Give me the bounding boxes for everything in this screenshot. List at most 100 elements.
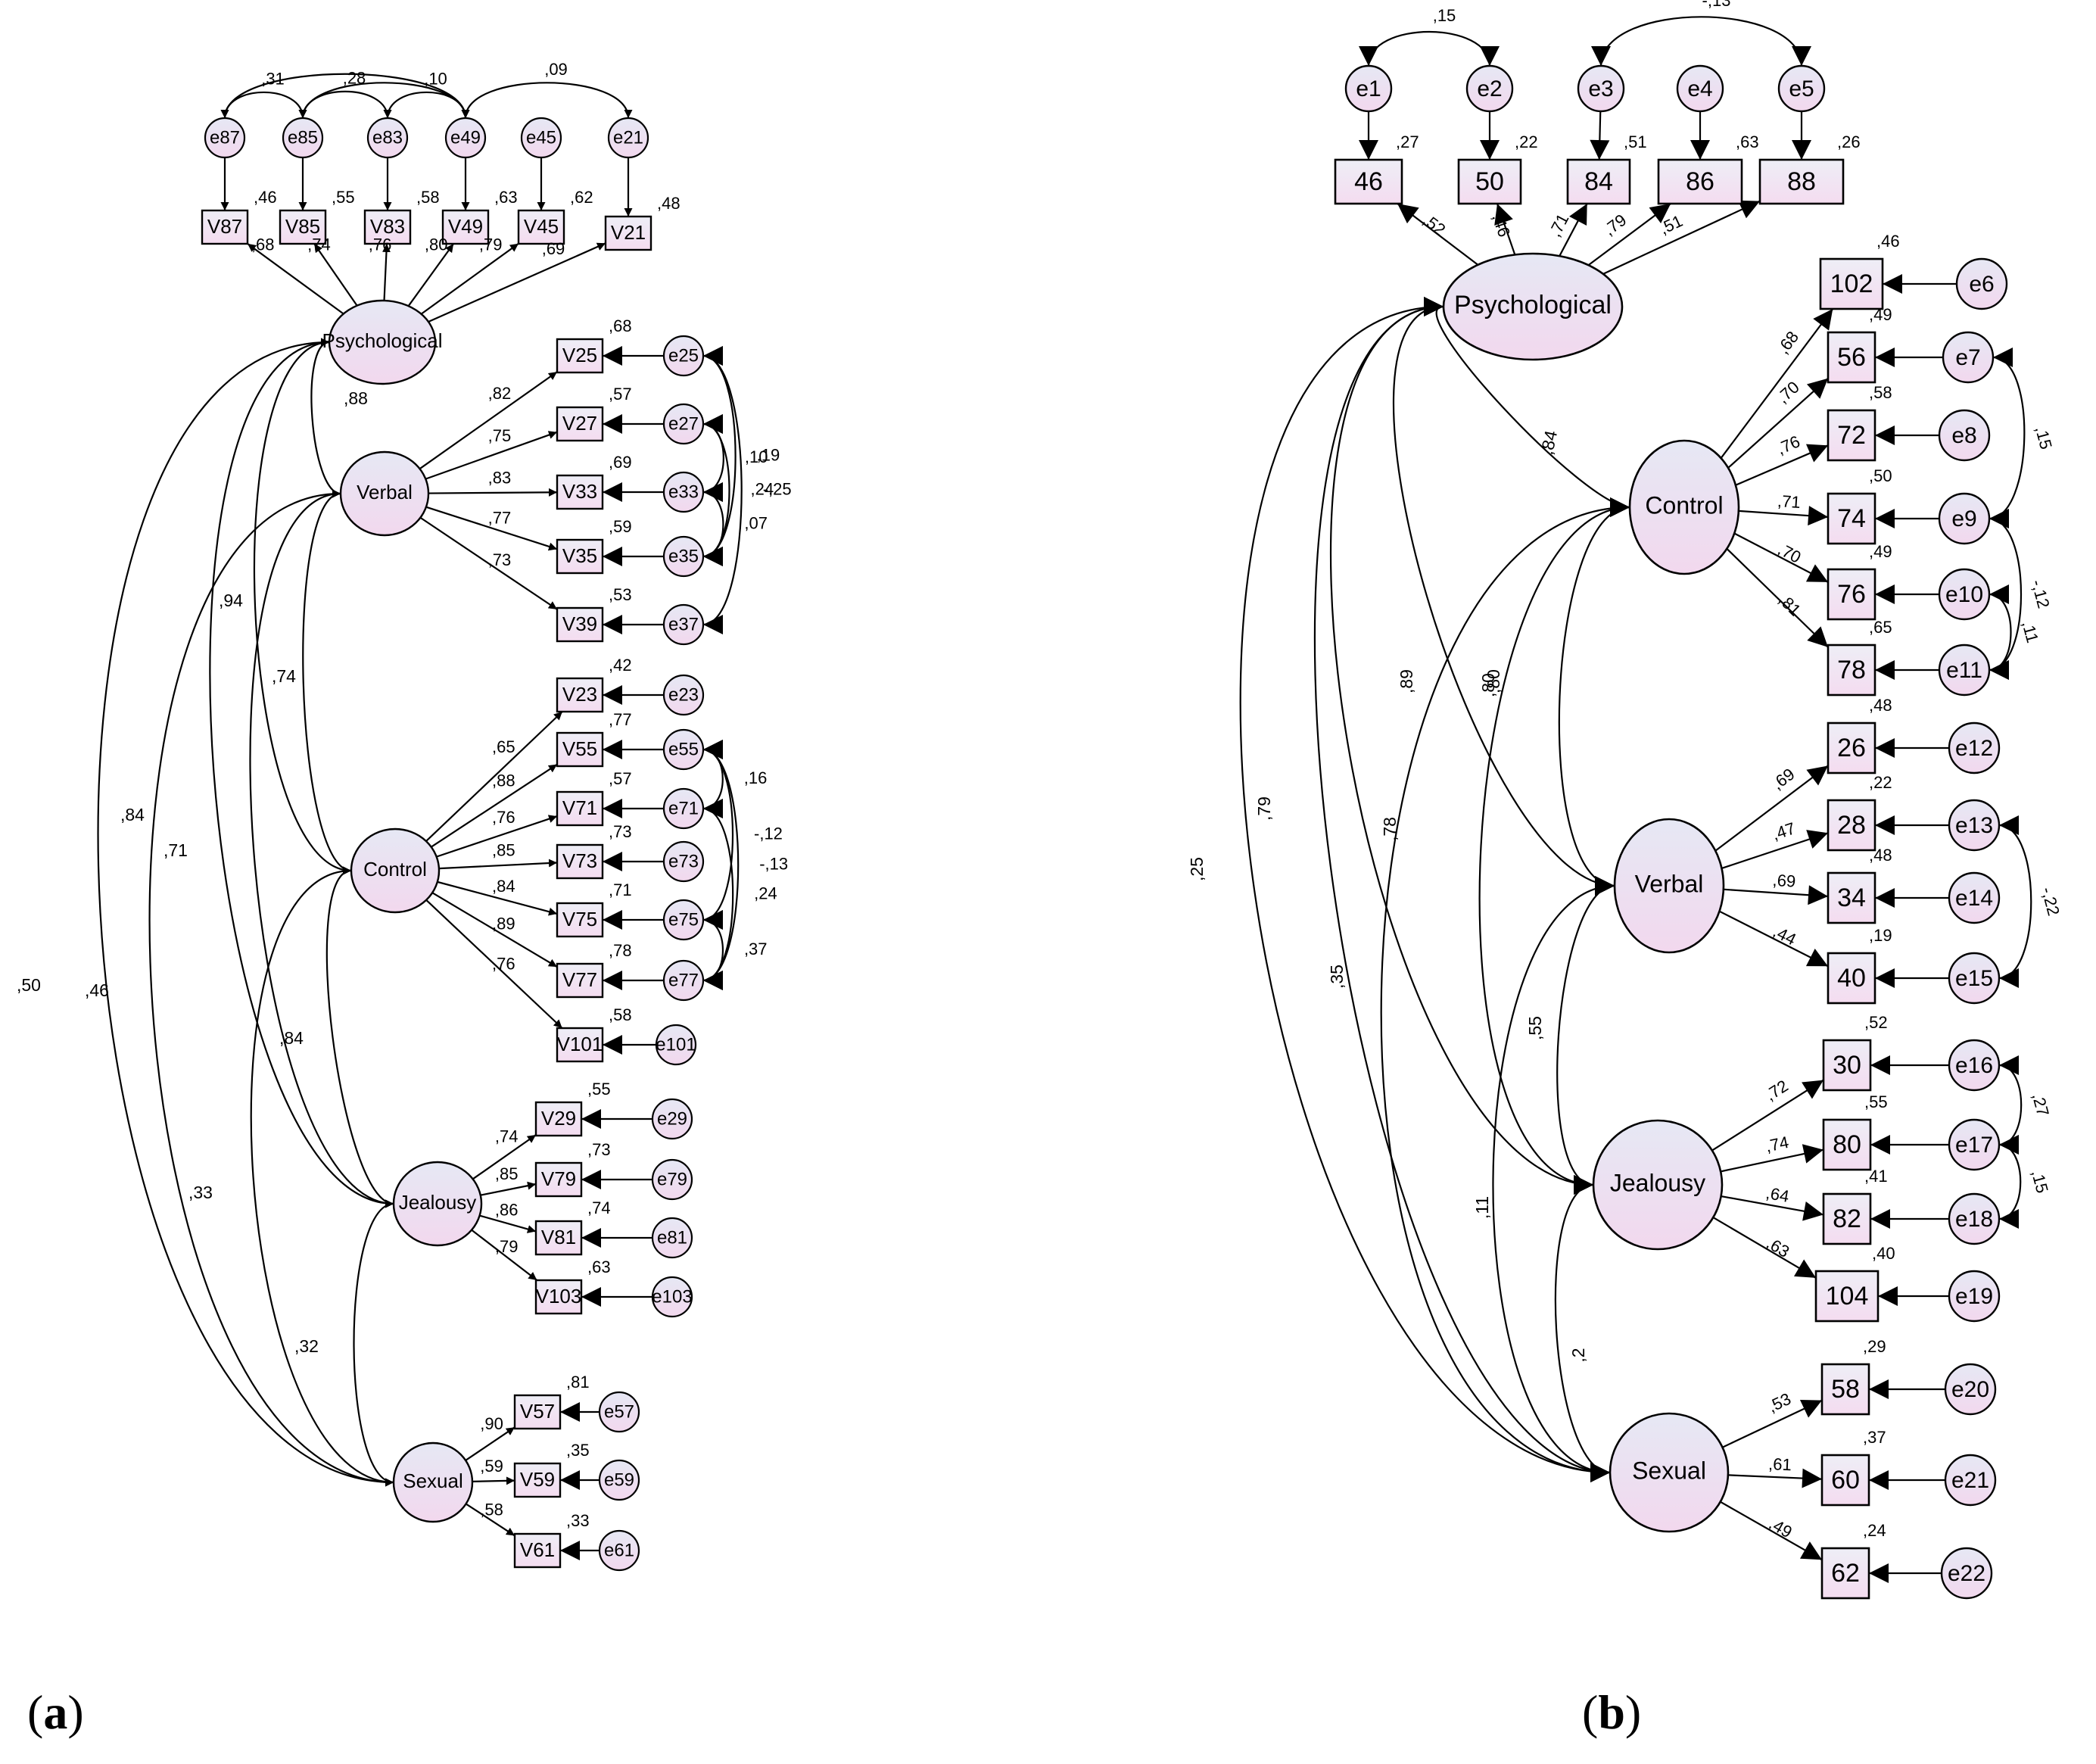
observed-item-box	[201, 209, 249, 245]
factor-correlation-label: ,71	[164, 840, 188, 860]
loading-arrow	[480, 1181, 537, 1196]
observed-item-box	[363, 209, 412, 245]
factor-loading-label: ,59	[480, 1457, 503, 1476]
error-term-circle	[662, 403, 705, 445]
observed-item-label: 80	[1833, 1130, 1861, 1159]
factor-loading-label: ,58	[480, 1501, 503, 1519]
factor-correlation-curve	[97, 338, 394, 1487]
loading-arrow	[1720, 1144, 1824, 1173]
error-covariance-label: ,16	[744, 768, 768, 787]
r-squared-label: ,68	[609, 316, 632, 335]
r-squared-label: ,24	[1863, 1521, 1886, 1540]
error-covariance-curve	[220, 91, 307, 119]
observed-item-label: V85	[285, 215, 320, 238]
error-term-label: e101	[656, 1034, 696, 1055]
error-term-label: e75	[668, 909, 699, 930]
loading-arrow	[431, 763, 558, 848]
latent-factor-label: Verbal	[357, 481, 413, 503]
error-term-circle	[1944, 1454, 1997, 1507]
observed-item-label: V59	[520, 1468, 555, 1491]
observed-item-label: 60	[1831, 1466, 1860, 1494]
observed-item-box	[556, 538, 604, 575]
loading-arrow	[437, 880, 558, 916]
observed-item-label: 82	[1833, 1205, 1861, 1233]
error-term-circle	[651, 1217, 693, 1259]
factor-correlation-label: ,11	[1472, 1196, 1492, 1219]
error-term-circle	[1777, 64, 1826, 113]
error-term-circle	[662, 840, 705, 883]
factor-correlation-label: ,88	[344, 388, 368, 408]
error-term-label: e23	[668, 684, 699, 705]
error-term-circle	[1676, 64, 1724, 113]
latent-factor-ellipse	[350, 827, 441, 914]
observed-item-label: 56	[1837, 343, 1866, 372]
latent-factor-label: Psychological	[1454, 291, 1612, 319]
r-squared-label: ,41	[1864, 1167, 1888, 1186]
observed-item-box	[1827, 644, 1876, 697]
observed-item-box	[534, 1101, 583, 1137]
loading-arrow	[425, 899, 563, 1029]
error-covariance-label: ,37	[744, 940, 768, 958]
r-squared-label: ,29	[1863, 1337, 1886, 1356]
loading-arrow	[1712, 1217, 1817, 1279]
factor-correlation-curve	[250, 866, 394, 1487]
factor-loading-label: ,85	[492, 840, 515, 859]
error-covariance-curve	[702, 346, 737, 566]
error-covariance-curve	[702, 414, 730, 566]
panel-a-diagram: ,88,94,74,84,71,84,50,46,33,32,31,28,10,…	[17, 60, 792, 1572]
error-term-label: e18	[1955, 1207, 1993, 1232]
panel-a-label: (a)	[27, 1685, 84, 1739]
factor-loading-label: ,47	[1770, 818, 1798, 843]
error-term-circle	[1948, 871, 2001, 924]
loading-arrow	[1494, 203, 1516, 255]
factor-correlation-label: ,33	[188, 1183, 213, 1202]
observed-item-label: V29	[541, 1107, 576, 1130]
error-term-circle	[1948, 952, 2001, 1005]
error-covariance-label: -,22	[2038, 885, 2063, 918]
error-term-label: e33	[668, 482, 699, 502]
observed-item-box	[517, 209, 565, 245]
observed-item-box	[513, 1532, 562, 1569]
error-term-label: e17	[1955, 1133, 1993, 1158]
loading-arrow	[428, 242, 606, 323]
error-term-label: e55	[668, 739, 699, 759]
error-term-circle	[1938, 644, 1991, 697]
r-squared-label: ,48	[657, 194, 680, 213]
error-term-circle	[1938, 568, 1991, 621]
r-squared-label: ,63	[494, 188, 518, 207]
error-term-label: e5	[1789, 76, 1814, 101]
factor-correlation-curve	[1380, 497, 1630, 1482]
observed-item-label: 88	[1787, 167, 1816, 196]
error-term-label: e71	[668, 798, 699, 818]
r-squared-label: ,46	[254, 188, 277, 207]
error-covariance-label: -,12	[2028, 578, 2054, 610]
loading-arrow	[1726, 548, 1829, 648]
r-squared-label: ,49	[1869, 542, 1892, 561]
observed-item-label: V81	[541, 1226, 576, 1248]
error-term-circle	[1948, 721, 2001, 774]
r-squared-label: ,50	[1869, 466, 1892, 485]
r-squared-label: ,74	[587, 1198, 611, 1217]
factor-correlation-curve	[209, 338, 394, 1208]
factor-correlation-label: ,2	[1568, 1348, 1588, 1362]
observed-item-label: 62	[1831, 1559, 1860, 1588]
factor-loading-label: ,86	[495, 1201, 519, 1220]
error-covariance-label: ,15	[2028, 1168, 2052, 1195]
error-covariance-curve	[702, 346, 743, 634]
factor-loading-label: ,68	[1774, 328, 1802, 357]
observed-item-label: 104	[1826, 1282, 1869, 1311]
error-covariance-curve	[702, 910, 724, 990]
observed-item-label: V23	[562, 683, 597, 706]
r-squared-label: ,63	[587, 1258, 611, 1276]
observed-item-label: 78	[1837, 656, 1866, 684]
r-squared-label: ,77	[609, 710, 632, 729]
r-squared-label: ,58	[609, 1005, 632, 1024]
loading-arrow	[465, 1426, 515, 1461]
factor-correlation-curve	[302, 489, 352, 875]
loading-arrow	[425, 431, 558, 480]
error-covariance-label: ,19	[757, 445, 780, 464]
factor-loading-label: ,84	[492, 877, 515, 896]
latent-factor-ellipse	[339, 450, 430, 537]
observed-item-box	[556, 790, 604, 827]
error-term-label: e13	[1955, 813, 1993, 838]
